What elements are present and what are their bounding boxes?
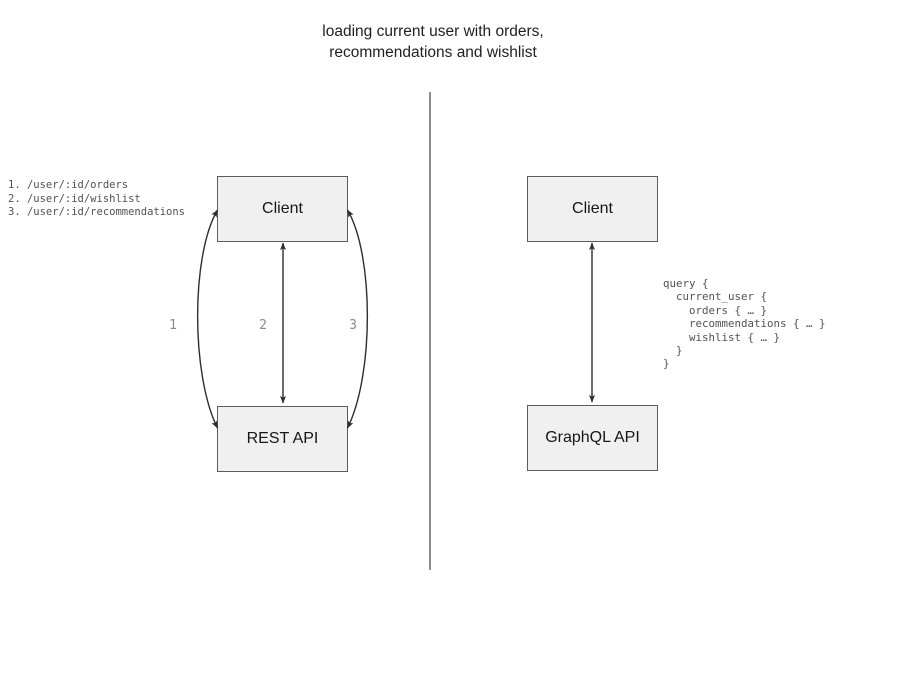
graphql-client-box: Client (527, 176, 658, 242)
rest-client-label: Client (262, 200, 303, 217)
rest-api-label: REST API (246, 430, 319, 447)
diagram-title-line-2: recommendations and wishlist (329, 44, 537, 61)
graphql-client-label: Client (572, 200, 613, 217)
arrow-label-2: 2 (259, 318, 267, 333)
rest-endpoint-list: 1. /user/:id/orders 2. /user/:id/wishlis… (8, 179, 186, 218)
rest-api-box: REST API (217, 406, 348, 472)
diagram-title: loading current user with orders, recomm… (258, 21, 608, 63)
graphql-api-box: GraphQL API (527, 405, 658, 471)
diagram-title-line-1: loading current user with orders, (322, 23, 544, 40)
rest-arrow-orders-curve (196, 209, 219, 429)
arrow-label-3: 3 (349, 318, 357, 333)
arrow-label-1: 1 (169, 318, 177, 333)
graphql-query-code: query { current_user { orders { … } reco… (663, 277, 826, 371)
rest-client-box: Client (217, 176, 348, 242)
graphql-api-label: GraphQL API (545, 429, 640, 446)
panel-divider-line (429, 92, 431, 570)
